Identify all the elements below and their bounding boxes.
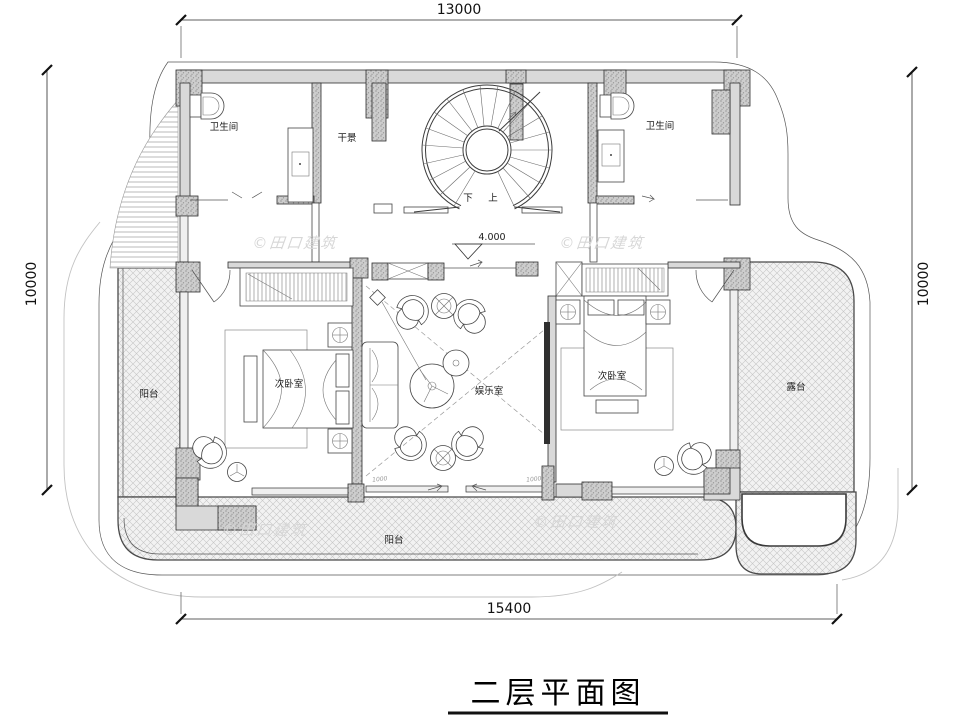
entertainment-room [361,285,550,477]
room-label-terrace: 露台 [786,381,805,393]
bathroom-right [597,92,635,183]
door-slide-marks-entertainment-top [469,259,483,268]
dimension-bottom: 15400 [175,584,843,625]
stair-down-label: 下 [463,193,473,204]
stair-up-label: 上 [488,193,498,204]
bench-left [243,355,258,423]
room-label-bathroom-left: 卫生间 [210,121,239,133]
room-label-bathroom-right: 卫生间 [646,120,675,132]
page-title: 二层平面图 [471,676,646,711]
title-block: 二层平面图 [448,676,668,715]
door-slide-marks-bath-left [231,191,263,199]
terrace-planter-cutout [741,493,847,547]
projection-screen [544,322,550,444]
room-label-bedroom-right: 次卧室 [598,370,627,382]
dim-right-value: 10000 [916,262,932,307]
slope-hatch [109,99,179,269]
annotation-door-width-1: 1000 [372,475,388,484]
room-label-balcony-left: 阳台 [139,388,158,400]
dim-top-value: 13000 [437,2,482,18]
elevation-value: 4.000 [478,232,505,243]
door-arc-terrace [695,269,713,303]
room-label-entertainment: 娱乐室 [475,385,504,397]
stair-cut-line [498,91,541,132]
watermark-3: ©田口建筑 [221,521,308,539]
door-slide-marks-bottom [427,483,487,492]
watermark-4: ©田口建筑 [532,513,619,531]
elevation-marker: 4.000 [452,232,535,260]
annotation-door-width-2: 1000 [526,475,542,484]
watermarks: ©田口建筑 ©田口建筑 ©田口建筑 ©田口建筑 [221,234,645,539]
watermark-2: ©田口建筑 [559,234,646,252]
room-label-balcony-bottom: 阳台 [384,534,403,546]
floor-lamp [369,289,386,306]
dim-left-value: 10000 [24,262,40,307]
bedroom-right [555,263,719,482]
room-label-bedroom-left: 次卧室 [275,378,304,390]
dimension-top: 13000 [175,2,743,58]
bedroom-left [185,267,354,482]
terrace-right [735,261,857,575]
watermark-1: ©田口建筑 [252,234,339,252]
spiral-staircase: 下 上 [413,84,561,213]
room-label-dry-landscape: 干景 [337,133,356,144]
doors [191,191,735,492]
dimension-right: 10000 [906,66,932,496]
bench-right [595,399,639,414]
dim-bottom-value: 15400 [487,601,532,617]
dimension-left: 10000 [24,64,53,496]
balcony-left [117,267,181,498]
stair-treads [421,84,552,209]
door-slide-marks-bath-right [641,194,656,203]
stair-arrow [507,111,517,121]
balcony-bottom [117,496,737,561]
door-arc-bedroom-left [213,269,231,303]
bathroom-left [189,92,314,203]
room-labels: 卫生间 卫生间 干景 次卧室 次卧室 娱乐室 阳台 阳台 露台 1000 100… [139,120,805,546]
